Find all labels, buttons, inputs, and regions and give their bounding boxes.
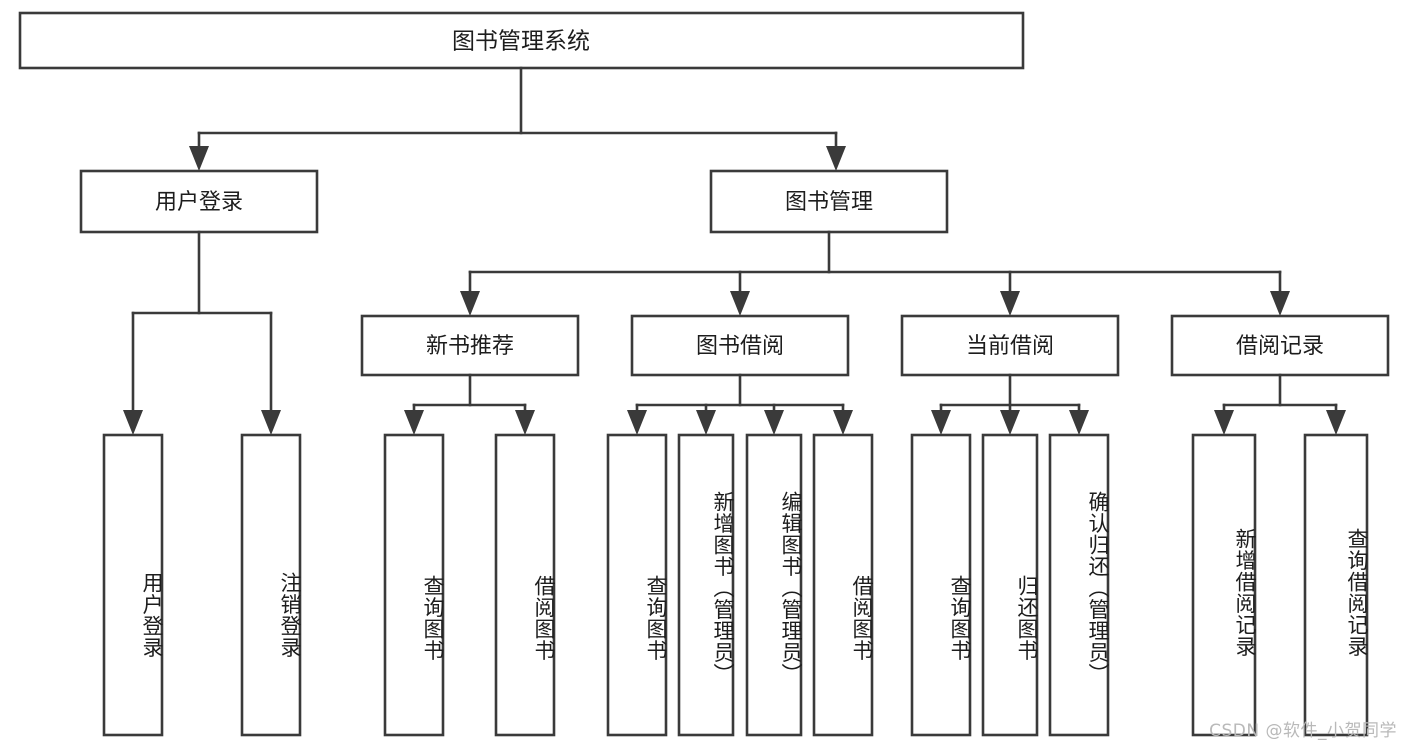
arrow-head-icon [931,410,951,435]
connector-borrow-record-to-leaves [1214,373,1346,435]
arrow-head-icon [1214,410,1234,435]
node-book-management-label: 图书管理 [785,190,873,215]
node-new-book-recommend-label: 新书推荐 [426,334,514,359]
node-leaf-confirm-return-box[interactable] [1048,433,1110,737]
node-leaf-logout-login-box[interactable] [240,433,302,737]
node-borrow-record[interactable]: 借阅记录 [1170,314,1390,377]
arrow-head-icon [1000,410,1020,435]
arrow-head-icon [627,410,647,435]
node-leaf-query-book-3-box[interactable] [910,433,972,737]
node-leaf-add-book-box[interactable] [677,433,735,737]
node-book-borrow[interactable]: 图书借阅 [630,314,850,377]
node-leaf-query-book-1-box[interactable] [383,433,445,737]
arrow-head-icon [826,146,846,171]
arrow-head-icon [1270,291,1290,316]
node-leaf-add-record-box[interactable] [1191,433,1257,737]
connector-book-management-to-level3 [460,230,1290,316]
arrow-head-icon [696,410,716,435]
node-leaf-borrow-book-1-box[interactable] [494,433,556,737]
node-new-book-recommend-box[interactable] [360,314,580,377]
arrow-head-icon [1000,291,1020,316]
node-book-borrow-label: 图书借阅 [696,334,784,359]
node-leaf-user-login-box[interactable] [102,433,164,737]
arrow-head-icon [189,146,209,171]
arrow-head-icon [515,410,535,435]
node-user-login-label: 用户登录 [155,190,243,215]
node-leaf-return-book-box[interactable] [981,433,1039,737]
connector-book-borrow-to-leaves [627,373,853,435]
node-new-book-recommend[interactable]: 新书推荐 [360,314,580,377]
node-leaf-query-book-2-box[interactable] [606,433,668,737]
node-leaf-query-record-box[interactable] [1303,433,1369,737]
node-leaf-borrow-book-2-box[interactable] [812,433,874,737]
node-root[interactable]: 图书管理系统 [18,11,1025,70]
arrow-head-icon [1326,410,1346,435]
watermark-label: CSDN @软件_小贺同学 [1209,721,1397,741]
arrow-head-icon [460,291,480,316]
node-current-borrow-label: 当前借阅 [966,334,1054,359]
connector-user-login-to-leaves [123,230,281,435]
node-root-box[interactable] [18,11,1025,70]
arrow-head-icon [833,410,853,435]
arrow-head-icon [123,410,143,435]
node-current-borrow[interactable]: 当前借阅 [900,314,1120,377]
node-root-label: 图书管理系统 [452,29,590,55]
arrow-head-icon [404,410,424,435]
arrow-head-icon [730,291,750,316]
node-borrow-record-label: 借阅记录 [1236,334,1324,359]
node-leaf-edit-book-box[interactable] [745,433,803,737]
arrow-head-icon [764,410,784,435]
node-user-login[interactable]: 用户登录 [79,169,319,234]
node-current-borrow-box[interactable] [900,314,1120,377]
node-user-login-box[interactable] [79,169,319,234]
connector-new-book-recommend-to-leaves [404,373,535,435]
arrow-head-icon [261,410,281,435]
connector-root-to-level2 [189,66,846,171]
node-book-management[interactable]: 图书管理 [709,169,949,234]
arrow-head-icon [1069,410,1089,435]
connector-current-borrow-to-leaves [931,373,1089,435]
